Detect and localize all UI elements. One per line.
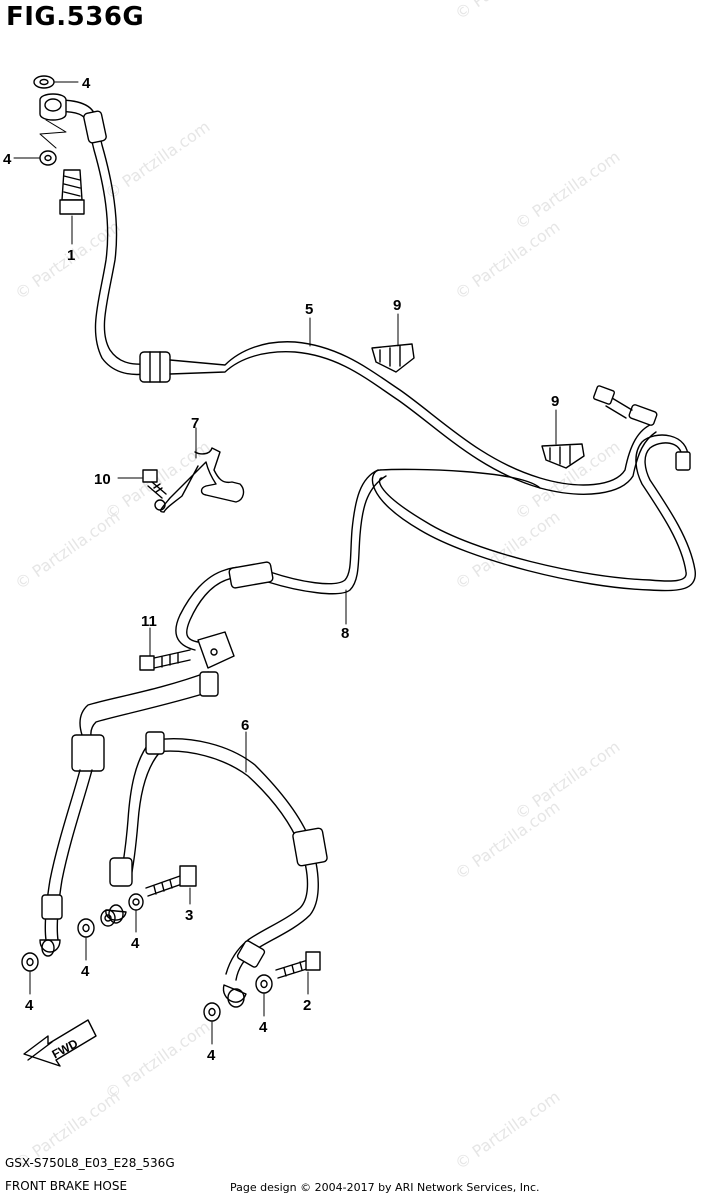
- callout-4: 4: [259, 1019, 268, 1036]
- callout-10: 10: [94, 471, 111, 488]
- watermark: © Partzilla.com: [101, 1017, 213, 1103]
- bolt-2: [275, 951, 321, 979]
- bolt-3: [145, 865, 197, 897]
- callout-6: 6: [241, 717, 249, 734]
- brake-hose-left: [39, 671, 219, 957]
- bolt-11: [139, 649, 191, 671]
- callout-9: 9: [393, 297, 401, 314]
- callout-4: 4: [3, 151, 12, 168]
- callout-4: 4: [25, 997, 34, 1014]
- bolt-10: [142, 469, 167, 499]
- brake-hose-5: [39, 93, 658, 495]
- watermark: © Partzilla.com: [451, 507, 563, 593]
- watermark: © Partzilla.com: [451, 797, 563, 883]
- brake-hose-6: [105, 731, 328, 1008]
- callout-4: 4: [81, 963, 90, 980]
- callout-3: 3: [185, 907, 193, 924]
- break-symbol: [39, 119, 67, 149]
- watermarks: © Partzilla.com © Partzilla.com © Partzi…: [11, 0, 623, 1173]
- callout-11: 11: [141, 613, 157, 630]
- callout-4: 4: [131, 935, 140, 952]
- hose-clamp-9b: [541, 443, 585, 469]
- fwd-arrow-icon: [23, 1019, 97, 1067]
- page-credit: Page design © 2004-2017 by ARI Network S…: [230, 1181, 540, 1194]
- watermark: © Partzilla.com: [451, 0, 563, 23]
- watermark: © Partzilla.com: [451, 217, 563, 303]
- part-name: FRONT BRAKE HOSE: [5, 1179, 128, 1193]
- watermark: © Partzilla.com: [511, 737, 623, 823]
- watermark: © Partzilla.com: [11, 507, 123, 593]
- banjo-bolt-1: [59, 169, 85, 215]
- hose-bracket-7: [154, 447, 245, 513]
- callout-1: 1: [67, 247, 75, 264]
- watermark: © Partzilla.com: [511, 147, 623, 233]
- model-code: GSX-S750L8_E03_E28_536G: [5, 1156, 175, 1170]
- callout-2: 2: [303, 997, 311, 1014]
- callout-8: 8: [341, 625, 349, 642]
- callout-5: 5: [305, 301, 313, 318]
- watermark: © Partzilla.com: [101, 117, 213, 203]
- callout-7: 7: [191, 415, 199, 432]
- callout-4: 4: [207, 1047, 216, 1064]
- callout-9: 9: [551, 393, 559, 410]
- leader-lines: [13, 81, 557, 1045]
- watermark: © Partzilla.com: [451, 1087, 563, 1173]
- hose-clamp-9a: [371, 343, 415, 373]
- figure-title: FIG.536G: [6, 2, 145, 32]
- brake-hose-8: [175, 434, 696, 669]
- callout-4: 4: [82, 75, 91, 92]
